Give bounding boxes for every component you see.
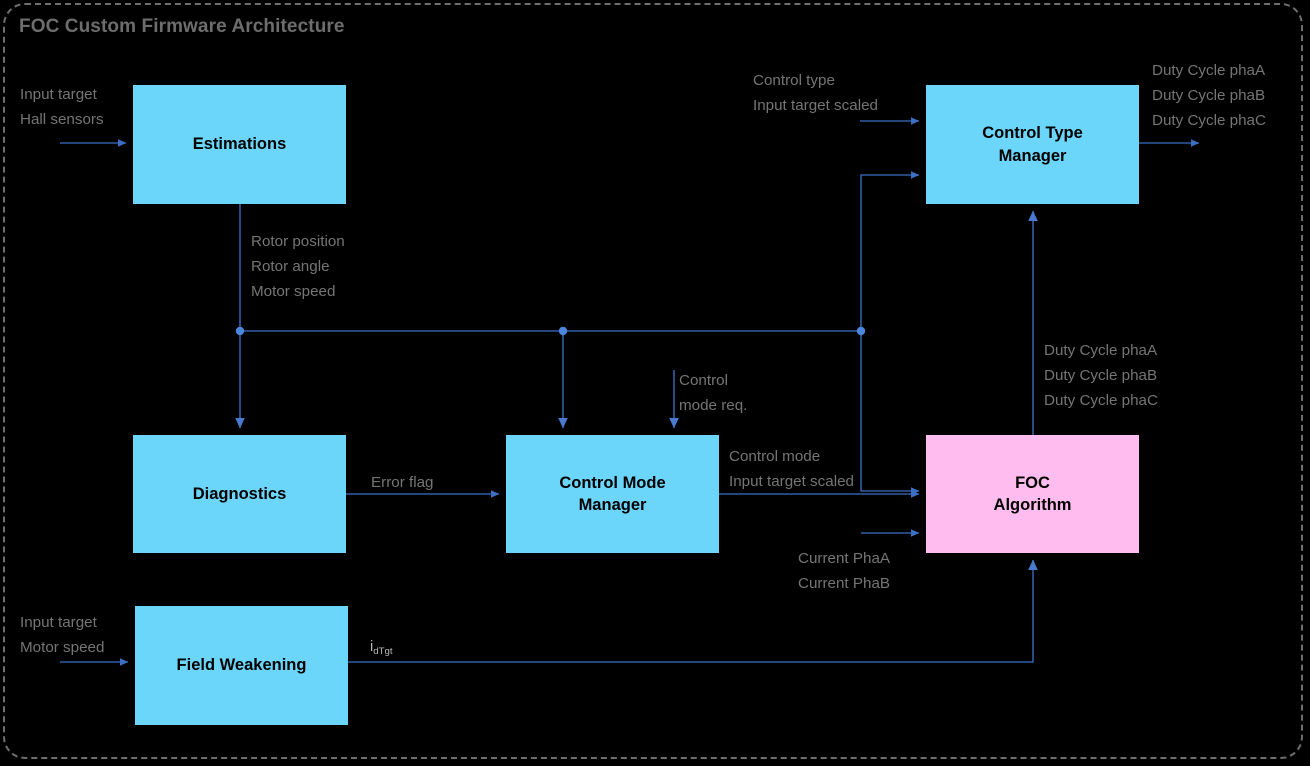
signal-label-control-mode-req: Control mode req.: [679, 368, 747, 418]
block-field-weakening-label: Field Weakening: [176, 656, 307, 675]
signal-label-estimations-outputs: Rotor position Rotor angle Motor speed: [251, 229, 345, 305]
block-control-mode-manager-label: Control Mode Manager: [559, 473, 666, 514]
signal-line: Rotor position: [251, 233, 345, 250]
signal-line: Error flag: [371, 474, 434, 491]
signal-label-control-type-inputs: Control type Input target scaled: [753, 68, 878, 118]
signal-line: Duty Cycle phaB: [1044, 367, 1158, 385]
signal-label-control-mode-outputs: Control mode Input target scaled: [729, 444, 854, 494]
wire-bus-to-foc-algorithm: [860, 331, 920, 495]
signal-line: Hall sensors: [20, 111, 104, 129]
signal-line: Duty Cycle phaC: [1152, 112, 1266, 130]
junction-dot-control-mode-bus: [558, 326, 568, 336]
signal-line: Input target: [20, 614, 97, 631]
signal-line: Duty Cycle phaA: [1152, 62, 1266, 79]
signal-line: Duty Cycle phaB: [1152, 87, 1266, 105]
wire-idtgt-to-foc-algorithm: [348, 559, 1038, 663]
signal-line: Motor speed: [20, 639, 105, 657]
signal-line: Input target: [20, 86, 97, 103]
wire-junction-dots: [235, 326, 866, 336]
signal-label-field-weakening-inputs: Input target Motor speed: [20, 610, 104, 660]
junction-dot-right-bus: [856, 326, 866, 336]
block-field-weakening[interactable]: Field Weakening: [135, 606, 348, 725]
block-control-type-manager[interactable]: Control Type Manager: [926, 85, 1139, 204]
idtgt-subscript: dTgt: [373, 645, 393, 657]
signal-label-control-type-outputs: Duty Cycle phaA Duty Cycle phaB Duty Cyc…: [1152, 58, 1266, 134]
signal-label-current-inputs: Current PhaA Current PhaB: [798, 546, 890, 596]
signal-line: Duty Cycle phaA: [1044, 342, 1158, 359]
block-diagnostics-label: Diagnostics: [192, 484, 287, 503]
signal-line: Input target scaled: [753, 97, 878, 115]
wire-bus-to-control-type-manager: [860, 171, 920, 331]
signal-line: Rotor angle: [251, 258, 330, 276]
signal-line: Duty Cycle phaC: [1044, 392, 1158, 410]
block-estimations[interactable]: Estimations: [133, 85, 346, 204]
block-control-type-manager-label: Control Type Manager: [982, 124, 1083, 165]
signal-label-foc-duty-outputs: Duty Cycle phaA Duty Cycle phaB Duty Cyc…: [1044, 338, 1158, 414]
page-title: FOC Custom Firmware Architecture: [19, 16, 345, 37]
junction-dot-estimations-bus: [235, 326, 245, 336]
signal-line: Current PhaA: [798, 550, 891, 567]
signal-line: Control mode: [729, 448, 821, 465]
block-foc-algorithm[interactable]: FOC Algorithm: [926, 435, 1139, 553]
signal-line: Motor speed: [251, 283, 336, 301]
signal-label-error-flag: Error flag: [371, 470, 433, 495]
block-estimations-label: Estimations: [192, 135, 287, 154]
signal-line: Input target scaled: [729, 473, 854, 491]
signal-line: Current PhaB: [798, 575, 891, 593]
signal-line: Control type: [753, 72, 835, 89]
block-control-mode-manager[interactable]: Control Mode Manager: [506, 435, 719, 553]
block-foc-algorithm-label: FOC Algorithm: [993, 473, 1072, 514]
signal-label-input-estimations: Input target Hall sensors: [20, 82, 104, 132]
idtgt-base: i: [370, 639, 374, 655]
signal-line: Control: [679, 372, 728, 389]
signal-label-idtgt: idTgt: [370, 635, 393, 659]
signal-line: mode req.: [679, 397, 748, 415]
block-diagnostics[interactable]: Diagnostics: [133, 435, 346, 553]
